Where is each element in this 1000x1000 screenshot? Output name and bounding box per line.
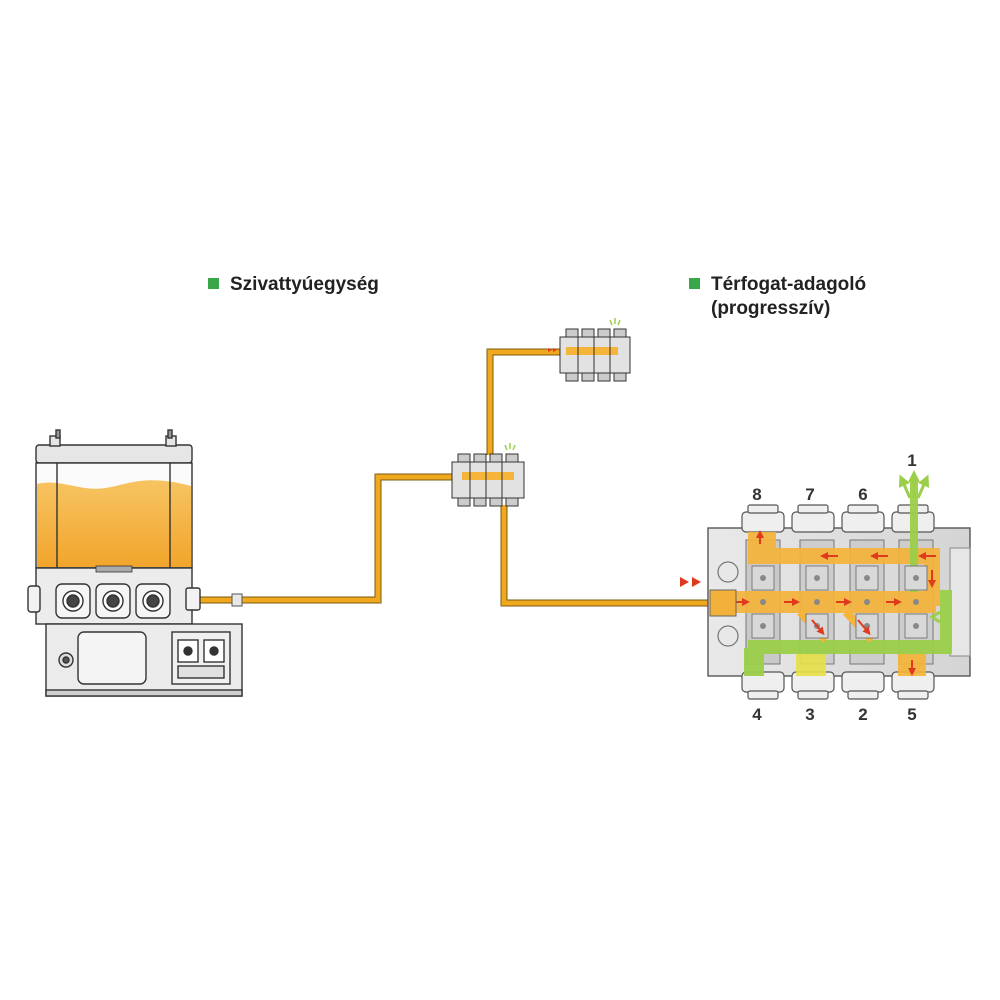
- outlet-numbers-top: 8 7 6 1: [752, 451, 916, 504]
- pump-elements: [55, 583, 171, 619]
- green-flow-channel: [748, 640, 944, 654]
- outlet-number-7: 7: [805, 485, 814, 504]
- flow-arrows-red: [733, 530, 936, 676]
- outlet-number-2: 2: [858, 705, 867, 724]
- reservoir-lid: [35, 444, 193, 464]
- distributor-label-line1: Térfogat-adagoló: [711, 274, 867, 295]
- legend-marker: [689, 278, 700, 289]
- outlet-number-8: 8: [752, 485, 761, 504]
- pump-unit-label: Szivattyúegység: [230, 274, 379, 295]
- secondary-distributor-middle: [451, 443, 525, 507]
- outlet-number-3: 3: [805, 705, 814, 724]
- secondary-distributor-upper: [559, 318, 631, 382]
- grease-pipes: [200, 349, 712, 606]
- inlet-arrows-small: [548, 348, 557, 352]
- pipe-to-main-distributor: [501, 505, 712, 606]
- outlet-number-1: 1: [907, 451, 916, 470]
- pipe-fitting: [231, 593, 243, 607]
- main-inlet-channel: [712, 591, 936, 613]
- legend-pump-unit: Szivattyúegység: [208, 273, 379, 297]
- outlet-number-4: 4: [752, 705, 762, 724]
- distributor-label-line2: (progresszív): [711, 298, 831, 319]
- main-progressive-distributor: [707, 470, 971, 700]
- inlet-arrows-main: [680, 577, 701, 587]
- pipe-pump-to-distributor: [200, 474, 452, 603]
- outlet-1-flow-arrows: [898, 470, 930, 499]
- grease-level: [37, 480, 191, 567]
- outlet-numbers-bottom: 4 3 2 5: [752, 705, 916, 724]
- legend-distributor: Térfogat-adagoló (progresszív): [689, 273, 866, 321]
- pipe-to-upper-distributor: [487, 349, 560, 455]
- electronics-cover: [77, 631, 147, 685]
- outlet-number-6: 6: [858, 485, 867, 504]
- inlet-fitting: [709, 589, 737, 617]
- pump-unit: [27, 429, 243, 697]
- outlet-number-5: 5: [907, 705, 916, 724]
- legend-marker: [208, 278, 219, 289]
